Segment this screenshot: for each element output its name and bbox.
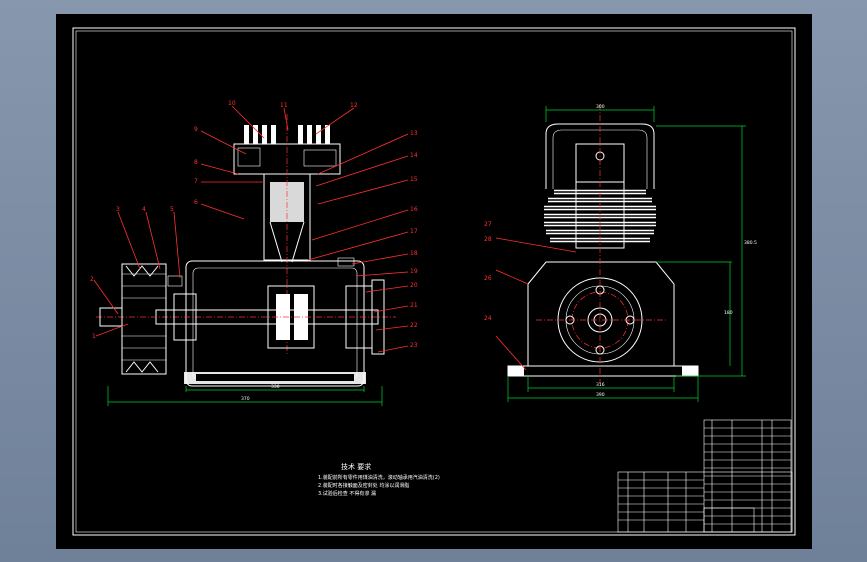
label-16: 16 [410,206,418,213]
label-17: 17 [410,228,418,235]
sheet-border-inner [75,30,793,533]
title-block [617,419,793,533]
front-leaders [93,105,409,353]
label-4: 4 [142,206,146,213]
note-line-1: 1.装配前所有零件用煤油清洗，滚动轴承用汽油清洗(2) [318,474,440,481]
head-chamber-left [237,147,261,167]
label-14: 14 [410,152,418,159]
head-chamber-right [303,149,337,167]
label-26: 26 [484,275,492,282]
sheet-border-outer [72,27,796,536]
label-20: 20 [410,282,418,289]
label-9: 9 [194,126,198,133]
right-cover [371,279,385,355]
front-view: 10 11 12 9 8 7 6 3 4 5 2 1 13 14 15 16 1 [90,100,418,406]
dim-body-width: 330 [271,384,280,390]
engineering-drawing: 10 11 12 9 8 7 6 3 4 5 2 1 13 14 15 16 1 [72,27,796,536]
label-3: 3 [116,206,120,213]
dim-height: 380.5 [744,240,757,246]
dim-top-width: 300 [596,104,605,110]
label-24: 24 [484,315,492,322]
side-leaders [495,237,577,371]
side-dimensions: 300 380.5 180 316 390 [507,104,757,402]
technical-notes: 技术 要求 1.装配前所有零件用煤油清洗，滚动轴承用汽油清洗(2) 2.装配时各… [318,462,440,497]
label-2: 2 [90,276,94,283]
label-11: 11 [280,102,288,109]
notes-title: 技术 要求 [341,462,371,471]
dim-base-outer: 390 [596,392,605,398]
note-line-3: 3.试验后检查 不得有渗 漏 [318,490,376,497]
label-6: 6 [194,199,198,206]
label-5: 5 [170,206,174,213]
dim-base-inner: 316 [596,382,605,388]
oil-cap [167,275,183,287]
label-10: 10 [228,100,236,107]
front-part-labels: 10 11 12 9 8 7 6 3 4 5 2 1 13 14 15 16 1 [90,100,418,349]
head-fins [244,125,330,144]
label-7: 7 [194,178,198,185]
connecting-rod [269,221,305,263]
drawing-canvas: 10 11 12 9 8 7 6 3 4 5 2 1 13 14 15 16 1 [56,14,812,549]
left-bearing [173,293,197,341]
pulley [99,263,167,375]
label-8: 8 [194,159,198,166]
label-12: 12 [350,102,358,109]
front-dimensions: 370 330 [107,384,383,406]
note-line-2: 2.装配时各接触面及密封处 均涂以润滑脂 [318,482,409,489]
label-19: 19 [410,268,418,275]
dim-overall-width: 370 [241,396,250,402]
label-22: 22 [410,322,418,329]
dim-right: 180 [724,310,733,316]
label-15: 15 [410,176,418,183]
label-13: 13 [410,130,418,137]
side-view: 27 28 26 24 300 380.5 180 316 390 [484,104,757,402]
breather [337,257,355,267]
label-27: 27 [484,221,492,228]
label-28: 28 [484,236,492,243]
side-part-labels: 27 28 26 24 [484,221,492,322]
side-base-plate [507,365,699,377]
label-18: 18 [410,250,418,257]
label-23: 23 [410,342,418,349]
label-21: 21 [410,302,418,309]
label-1: 1 [92,333,96,340]
